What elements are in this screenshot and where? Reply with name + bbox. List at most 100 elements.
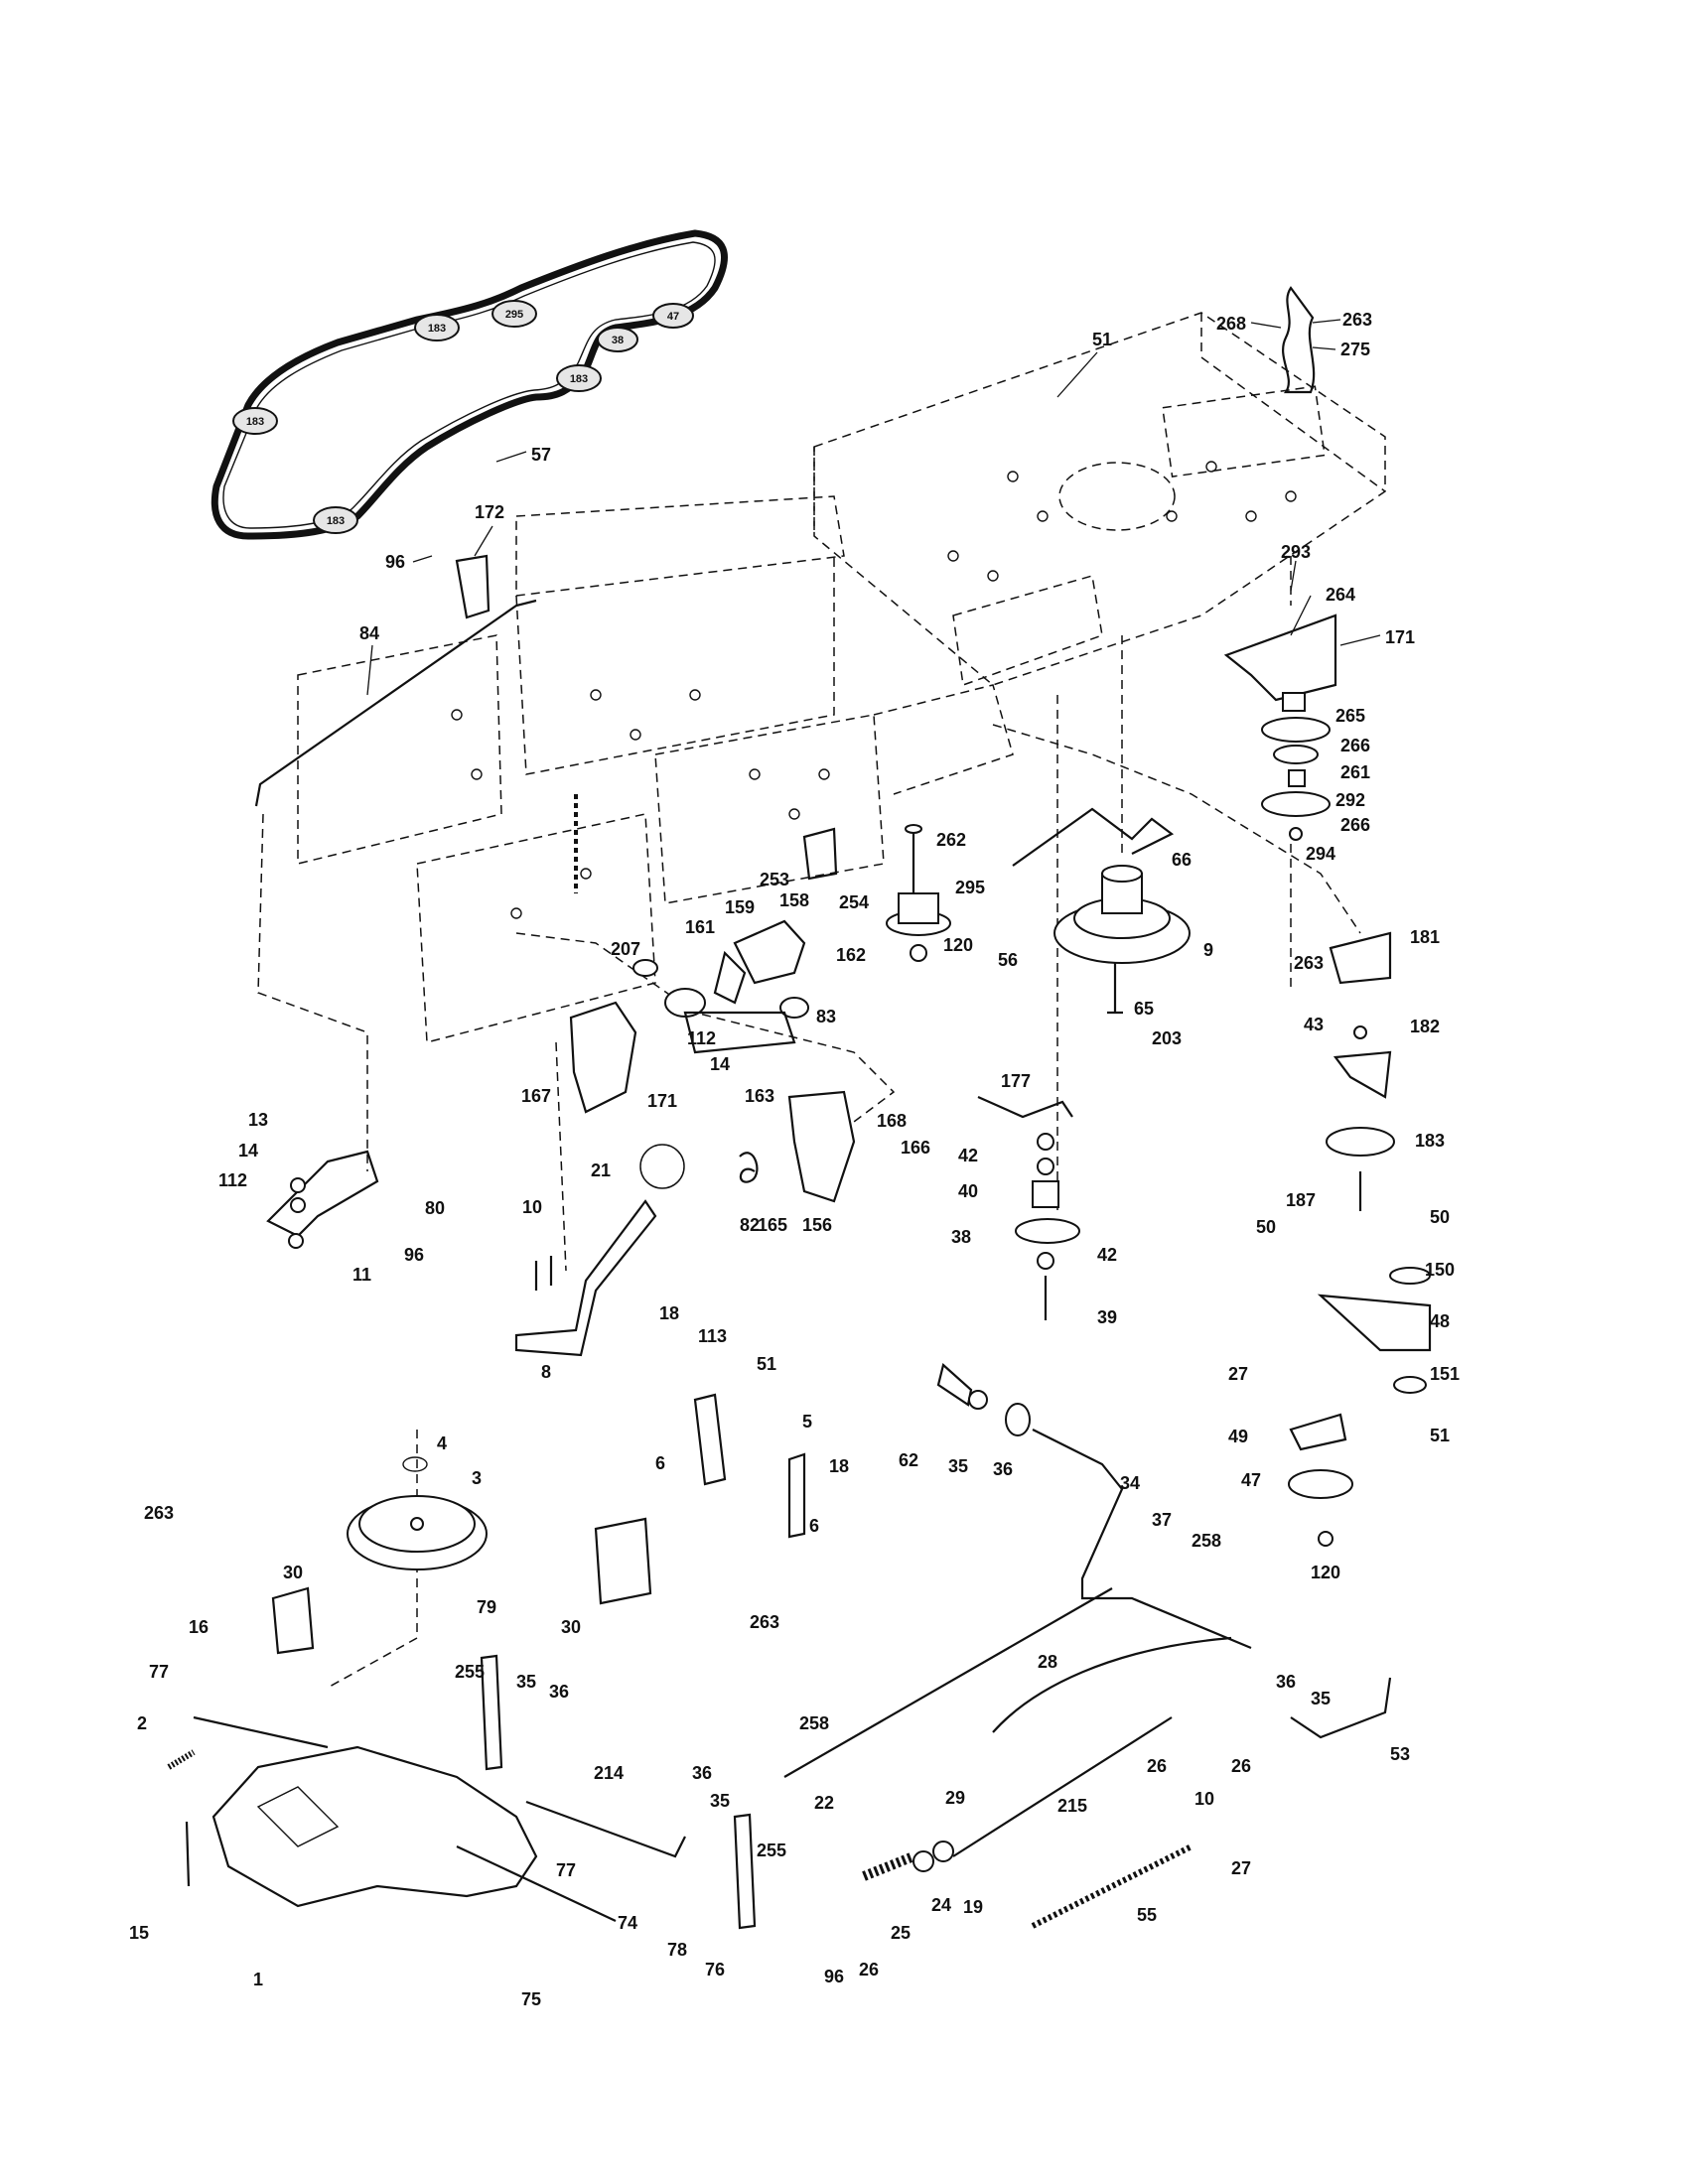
knob-21 — [639, 1144, 685, 1189]
callout: 30 — [283, 1563, 303, 1582]
callout: 263 — [1294, 953, 1324, 973]
bracket-172 — [455, 554, 491, 619]
callout: 26 — [859, 1960, 879, 1979]
callout: 35 — [948, 1456, 968, 1476]
callout: 120 — [1311, 1563, 1340, 1582]
callout: 171 — [1385, 627, 1415, 647]
bracket-253 — [802, 827, 838, 881]
belt-pulley-tags: 183 295 47 38 183 183 183 — [232, 300, 694, 534]
callout: 51 — [757, 1354, 776, 1374]
callout: 10 — [522, 1197, 542, 1217]
callout: 165 — [758, 1215, 787, 1235]
callout: 36 — [993, 1459, 1013, 1479]
callout: 11 — [352, 1265, 371, 1285]
callout: 151 — [1430, 1364, 1460, 1384]
frame-holes — [451, 461, 1297, 919]
callout: 51 — [1430, 1426, 1450, 1445]
callout: 49 — [1228, 1427, 1248, 1446]
callout: 36 — [1276, 1672, 1296, 1692]
shift-rod — [254, 599, 537, 807]
rod-215 — [952, 1716, 1173, 1857]
callout: 2 — [137, 1713, 147, 1733]
callout: 183 — [1415, 1131, 1445, 1151]
drive-belt — [210, 229, 728, 540]
bracket-5 — [787, 1452, 806, 1539]
callout: 265 — [1335, 706, 1365, 726]
callout: 77 — [149, 1662, 169, 1682]
callout: 24 — [931, 1895, 951, 1915]
svg-text:295: 295 — [505, 309, 523, 321]
transaxle-pulley — [347, 1456, 488, 1570]
spring-25 — [862, 1851, 915, 1881]
svg-text:183: 183 — [246, 416, 264, 428]
callout: 266 — [1340, 815, 1370, 835]
callout: 112 — [218, 1170, 247, 1190]
callout: 13 — [248, 1110, 268, 1130]
callout: 14 — [710, 1054, 730, 1074]
callout: 172 — [475, 502, 504, 522]
callout: 22 — [814, 1793, 834, 1813]
callout: 182 — [1410, 1017, 1440, 1036]
callout: 27 — [1228, 1364, 1248, 1384]
spring-268 — [1282, 286, 1316, 394]
callout: 266 — [1340, 736, 1370, 755]
callout: 30 — [561, 1617, 581, 1637]
callout: 14 — [238, 1141, 258, 1160]
callout: 18 — [659, 1303, 679, 1323]
callout: 168 — [877, 1111, 907, 1131]
callout: 78 — [667, 1940, 687, 1960]
callout: 26 — [1147, 1756, 1167, 1776]
callout: 113 — [698, 1326, 727, 1346]
callout: 159 — [725, 897, 755, 917]
callout: 5 — [802, 1412, 812, 1432]
callout: 42 — [958, 1146, 978, 1165]
callout: 171 — [647, 1091, 677, 1111]
callout: 21 — [591, 1160, 611, 1180]
pulley-183-stack — [1326, 931, 1395, 1211]
callout: 35 — [1311, 1689, 1331, 1708]
callout: 258 — [799, 1713, 829, 1733]
callout: 55 — [1137, 1905, 1157, 1925]
bracket-113 — [693, 1393, 727, 1486]
callout: 40 — [958, 1181, 978, 1201]
callout: 62 — [899, 1450, 918, 1470]
callout: 50 — [1256, 1217, 1276, 1237]
callout: 268 — [1216, 314, 1246, 334]
rod-53 — [1290, 1677, 1392, 1739]
callout: 26 — [1231, 1756, 1251, 1776]
bracket-255-left — [480, 1654, 503, 1771]
callout: 1 — [253, 1970, 263, 1989]
callout: 36 — [692, 1763, 712, 1783]
callout: 79 — [477, 1597, 496, 1617]
callout: 8 — [541, 1362, 551, 1382]
pedal-shaft — [936, 1362, 1252, 1650]
pulley-38-stack — [1015, 1133, 1080, 1320]
callout: 96 — [824, 1967, 844, 1986]
callout: 120 — [943, 935, 973, 955]
callout: 263 — [750, 1612, 779, 1632]
callout: 43 — [1304, 1015, 1324, 1034]
shaft-214 — [525, 1800, 686, 1858]
callout: 51 — [1092, 330, 1112, 349]
callout: 255 — [455, 1662, 485, 1682]
rod-66 — [1012, 807, 1175, 867]
callout: 47 — [1241, 1470, 1261, 1490]
spring-2 — [167, 1749, 196, 1770]
callout: 9 — [1203, 940, 1213, 960]
callout: 76 — [705, 1960, 725, 1979]
bracket-30-left — [271, 1586, 315, 1655]
bracket-255-right — [733, 1813, 757, 1930]
callout: 39 — [1097, 1307, 1117, 1327]
callout: 18 — [829, 1456, 849, 1476]
callout: 38 — [951, 1227, 971, 1247]
callout: 177 — [1001, 1071, 1031, 1091]
callout: 215 — [1057, 1796, 1087, 1816]
callout: 158 — [779, 890, 809, 910]
callout: 35 — [516, 1672, 536, 1692]
clutch-pulley — [1053, 865, 1191, 964]
callout: 74 — [618, 1913, 637, 1933]
callout: 275 — [1340, 340, 1370, 359]
callout: 83 — [816, 1007, 836, 1026]
callout: 294 — [1306, 844, 1335, 864]
spring-55 — [1031, 1843, 1193, 1929]
